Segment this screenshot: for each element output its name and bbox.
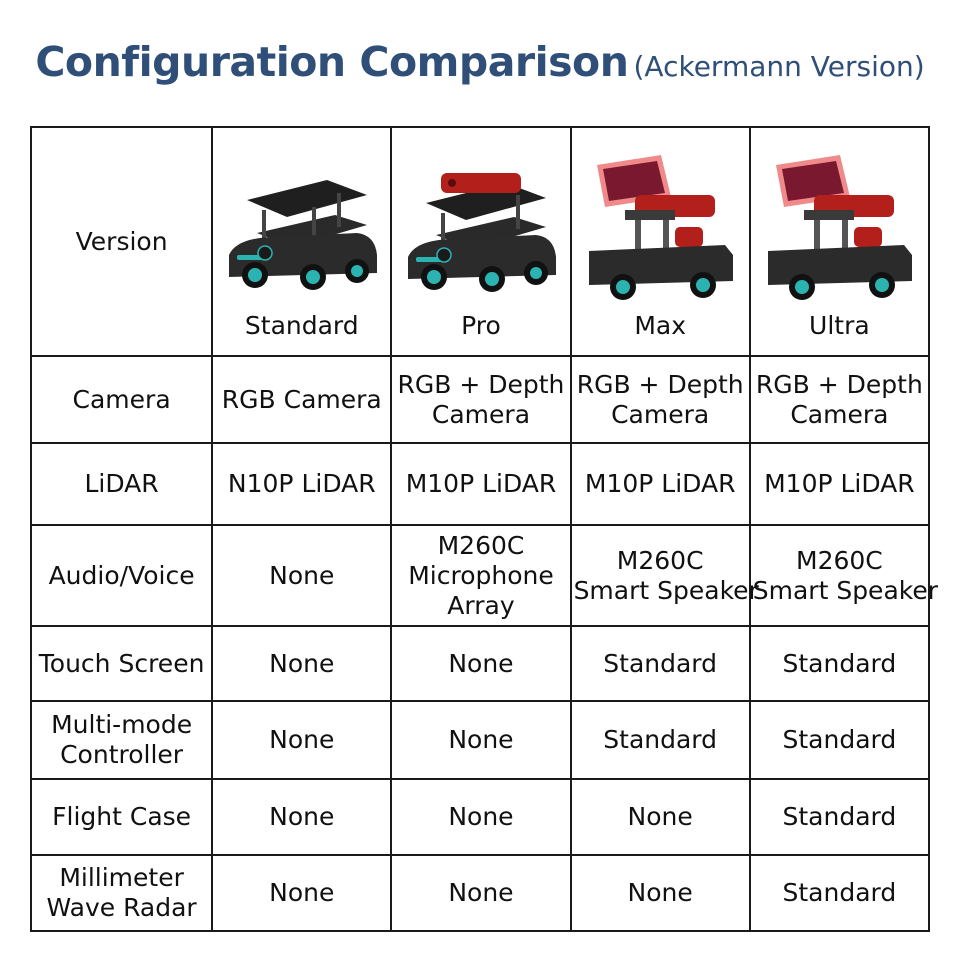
lidar-cell-pro: M10P LiDAR (390, 442, 572, 526)
title-subtitle: (Ackermann Version) (633, 50, 925, 83)
cell-text: M260C (616, 545, 704, 575)
robot-car-standard-image (228, 179, 377, 290)
version-name-pro: Pro (461, 310, 501, 340)
radar-cell-ultra: Standard (748, 854, 931, 932)
camera-cell-ultra: RGB + Depth Camera (748, 355, 931, 444)
cell-text: RGB + Depth (755, 369, 923, 399)
touch-cell-pro: None (390, 625, 572, 702)
title-main: Configuration Comparison (35, 38, 629, 86)
cell-text: M260C (796, 545, 883, 575)
cell-text: Array (447, 590, 515, 620)
cell-text: RGB + Depth (397, 369, 565, 399)
cell-text: Smart Speaker (752, 575, 939, 605)
cell-text: Camera (431, 399, 531, 429)
camera-cell-max: RGB + Depth Camera (569, 355, 751, 444)
audio-cell-standard: None (211, 524, 393, 627)
flight-cell-max: None (569, 778, 751, 856)
multi-cell-max: Standard (569, 700, 751, 780)
row-label-flight-case: Flight Case (29, 778, 214, 856)
row-flight-case: Flight Case None None None Standard (29, 778, 931, 856)
version-cell-standard: Standard (211, 126, 393, 357)
audio-cell-ultra: M260C Smart Speaker (748, 524, 939, 627)
row-label-audio: Audio/Voice (29, 524, 214, 627)
cell-text: Millimeter (59, 863, 184, 892)
radar-cell-max: None (569, 854, 751, 932)
multi-cell-pro: None (390, 700, 572, 780)
touch-cell-standard: None (211, 625, 393, 702)
row-audio: Audio/Voice None M260C Microphone Array … (29, 524, 939, 627)
cell-text: Wave Radar (46, 893, 197, 922)
cell-text: Camera (611, 399, 710, 429)
touch-cell-max: Standard (569, 625, 751, 702)
audio-cell-max: M260C Smart Speaker (569, 524, 759, 627)
row-label-touch-screen: Touch Screen (29, 625, 214, 702)
row-label-millimeter-wave-radar: Millimeter Wave Radar (29, 854, 214, 932)
flight-cell-ultra: Standard (748, 778, 931, 856)
flight-cell-pro: None (390, 778, 572, 856)
row-multi-mode-controller: Multi-mode Controller None None Standard… (29, 700, 931, 780)
camera-cell-standard: RGB Camera (211, 355, 393, 444)
row-label-camera: Camera (29, 355, 214, 444)
row-label-version: Version (29, 126, 214, 357)
version-name-standard: Standard (244, 310, 359, 340)
version-cell-ultra: Ultra (748, 126, 931, 357)
cell-text: M260C (437, 530, 525, 560)
lidar-cell-standard: N10P LiDAR (211, 442, 393, 526)
touch-cell-ultra: Standard (748, 625, 931, 702)
cell-text: Smart Speaker (573, 575, 759, 605)
comparison-table: Version Standard (29, 126, 939, 932)
robot-car-pro-image (407, 172, 556, 292)
flight-cell-standard: None (211, 778, 393, 856)
row-lidar: LiDAR N10P LiDAR M10P LiDAR M10P LiDAR M… (29, 442, 931, 526)
version-cell-pro: Pro (390, 126, 572, 357)
radar-cell-pro: None (390, 854, 572, 932)
lidar-cell-max: M10P LiDAR (569, 442, 751, 526)
row-version: Version Standard (29, 126, 931, 357)
version-name-ultra: Ultra (809, 310, 870, 340)
radar-cell-standard: None (211, 854, 393, 932)
row-camera: Camera RGB Camera RGB + Depth Camera RGB… (29, 355, 931, 444)
robot-car-max-image (589, 154, 734, 300)
row-label-lidar: LiDAR (29, 442, 214, 526)
page-title: Configuration Comparison (Ackermann Vers… (0, 38, 960, 86)
cell-text: None (269, 560, 335, 590)
lidar-cell-ultra: M10P LiDAR (748, 442, 931, 526)
row-millimeter-wave-radar: Millimeter Wave Radar None None None Sta… (29, 854, 931, 932)
multi-cell-ultra: Standard (748, 700, 931, 780)
row-label-multi-mode-controller: Multi-mode Controller (29, 700, 214, 780)
multi-cell-standard: None (211, 700, 393, 780)
cell-text: Controller (60, 740, 184, 769)
cell-text: Multi-mode (51, 710, 193, 739)
row-touch-screen: Touch Screen None None Standard Standard (29, 625, 931, 702)
camera-cell-pro: RGB + Depth Camera (390, 355, 572, 444)
version-name-max: Max (634, 310, 686, 340)
cell-text: Microphone (408, 560, 554, 590)
robot-car-ultra-image (768, 154, 913, 300)
cell-text: Camera (790, 399, 889, 429)
cell-text: RGB Camera (221, 384, 382, 414)
audio-cell-pro: M260C Microphone Array (390, 524, 572, 627)
cell-text: RGB + Depth (576, 369, 744, 399)
version-cell-max: Max (569, 126, 751, 357)
